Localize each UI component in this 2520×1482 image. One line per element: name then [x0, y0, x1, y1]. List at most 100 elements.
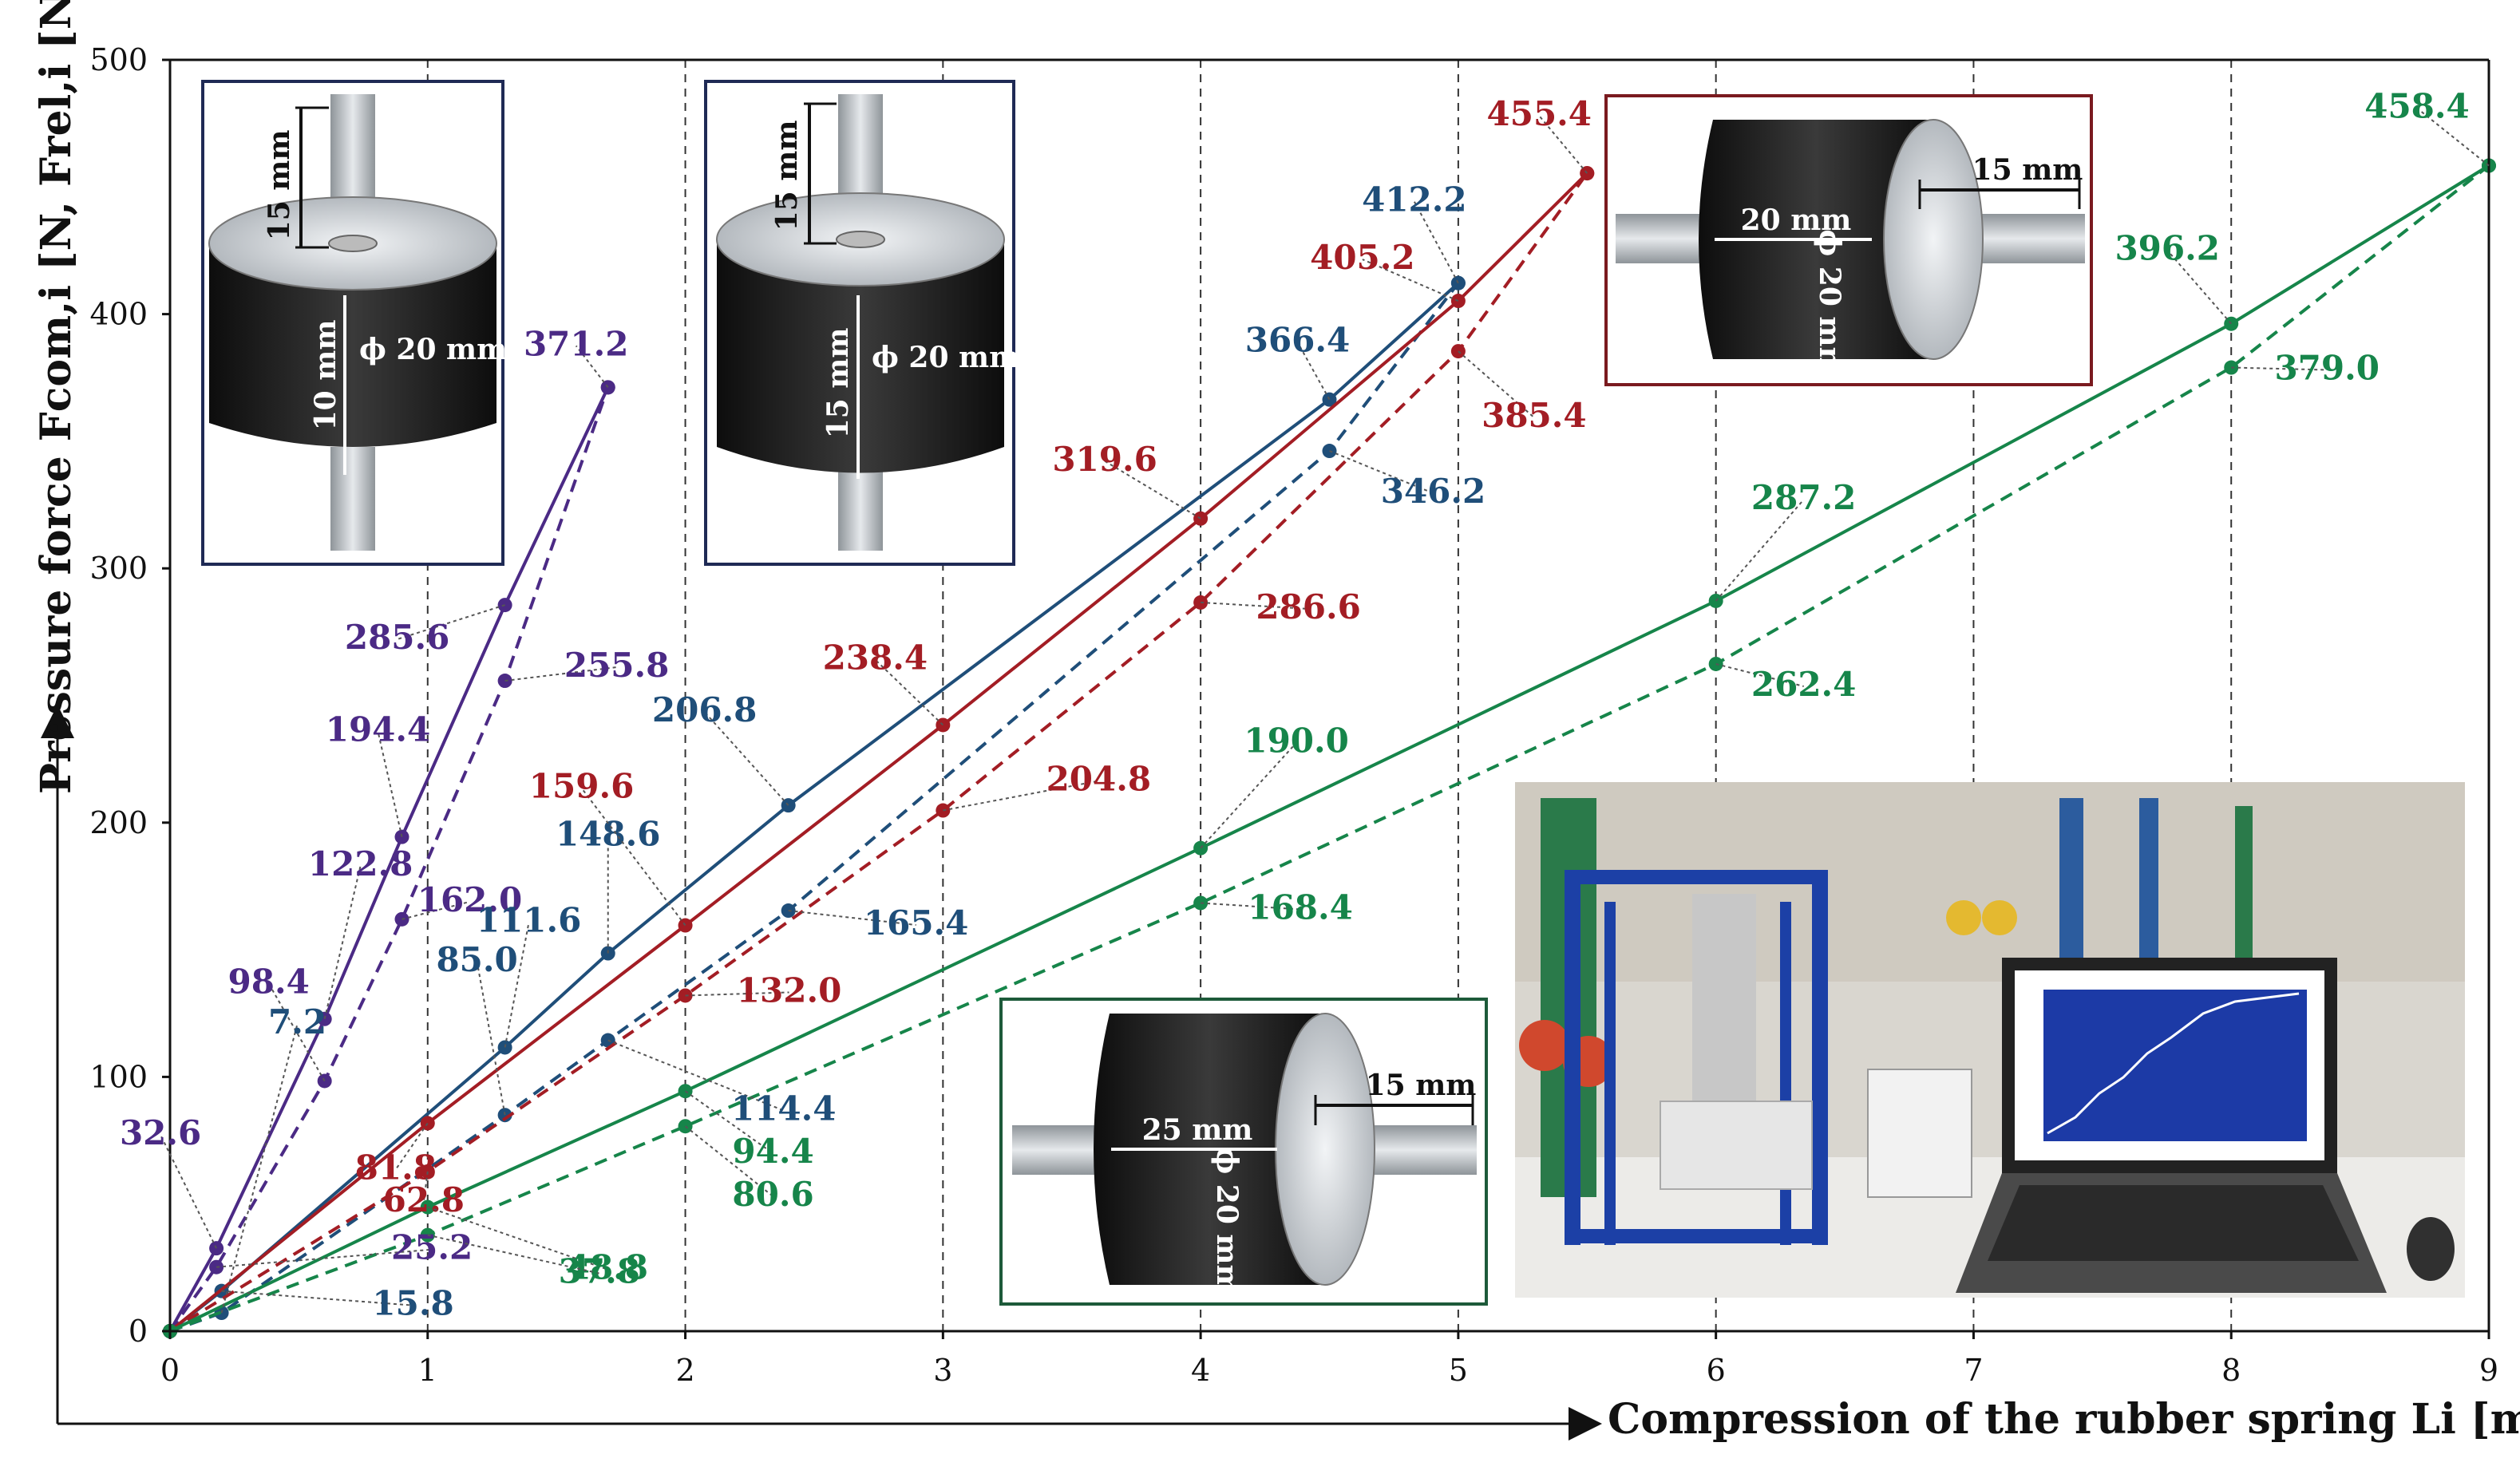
y-tick-label: 0 — [129, 1314, 148, 1349]
series-line — [168, 386, 610, 1333]
x-tick-label: 2 — [675, 1353, 694, 1388]
data-label: 32.6 — [120, 1113, 201, 1152]
data-label: 114.4 — [731, 1089, 837, 1128]
data-label: 62.8 — [383, 1180, 465, 1219]
inset-spring-c: 20 mm ϕ 20 mm 15 mm — [1604, 94, 2093, 386]
data-label: 379.0 — [2274, 349, 2380, 388]
data-label: 285.6 — [345, 618, 450, 657]
data-label: 204.8 — [1046, 760, 1152, 799]
inset-a-diameter-label: ϕ 20 mm — [359, 333, 507, 366]
inset-c-diameter-label: ϕ 20 mm — [1813, 229, 1846, 377]
data-label: 412.2 — [1362, 180, 1467, 219]
x-tick-label: 5 — [1449, 1353, 1468, 1388]
inset-spring-d: 25 mm ϕ 20 mm 15 mm — [999, 998, 1488, 1306]
data-label-leader — [1201, 902, 1301, 911]
data-label: 366.4 — [1245, 321, 1351, 360]
data-label-leader — [685, 991, 789, 997]
data-label-leader — [1458, 350, 1535, 418]
data-label: 405.2 — [1310, 238, 1415, 277]
x-tick-label: 0 — [160, 1353, 180, 1388]
inset-b-diameter-label: ϕ 20 mm — [872, 341, 1019, 374]
data-label-leader — [160, 1134, 217, 1249]
data-label: 85.0 — [436, 940, 517, 979]
data-label: 94.4 — [732, 1132, 813, 1171]
data-label: 122.8 — [308, 844, 413, 883]
data-label-leader — [1414, 201, 1459, 284]
x-tick-label: 4 — [1191, 1353, 1210, 1388]
x-tick-label: 3 — [933, 1353, 952, 1388]
data-label: 190.0 — [1244, 721, 1349, 761]
data-label-leader — [1200, 741, 1297, 849]
data-label-leader — [1296, 342, 1331, 401]
inset-a-thread-label: 15 mm — [263, 130, 296, 241]
x-tick-label: 7 — [1964, 1353, 1983, 1388]
inset-c-thread-label: 15 mm — [1972, 153, 2083, 187]
inset-d-thread-label: 15 mm — [1366, 1069, 1477, 1102]
data-label-leader — [221, 1290, 413, 1306]
x-tick-label: 8 — [2221, 1353, 2241, 1388]
data-label-leader — [394, 1122, 429, 1170]
data-label-leader — [874, 658, 944, 726]
x-tick-label: 6 — [1707, 1353, 1726, 1388]
inset-d-diameter-label: ϕ 20 mm — [1210, 1147, 1244, 1294]
x-tick-label: 9 — [2479, 1353, 2498, 1388]
data-label-leader — [580, 787, 686, 927]
data-label: 7.2 — [268, 1002, 326, 1041]
data-label-leader — [377, 731, 403, 837]
data-label: 396.2 — [2115, 229, 2220, 268]
data-label: 346.2 — [1381, 472, 1486, 511]
data-label: 37.8 — [559, 1252, 640, 1291]
data-label-leader — [943, 780, 1099, 812]
data-label: 385.4 — [1482, 396, 1587, 435]
y-axis-title: Pressure force Fcom,i [N, Frel,i [N] — [32, 0, 81, 794]
inset-spring-b: 15 mm 15 mm ϕ 20 mm — [704, 80, 1019, 566]
data-label-leader — [476, 962, 506, 1116]
data-label: 48.8 — [567, 1248, 648, 1287]
data-label-leader — [220, 1023, 299, 1314]
inset-c-height-label: 20 mm — [1741, 204, 1852, 237]
data-label: 458.4 — [2364, 87, 2470, 126]
inset-a-height-label: 10 mm — [309, 320, 342, 431]
data-label: 238.4 — [823, 638, 928, 677]
data-label-leader — [323, 865, 362, 1019]
grid — [426, 60, 2233, 1331]
data-label-leader — [684, 1090, 774, 1155]
data-label: 148.6 — [556, 815, 661, 854]
data-label: 319.6 — [1052, 440, 1157, 479]
data-label: 165.4 — [864, 903, 969, 943]
inset-b-height-label: 15 mm — [821, 328, 855, 439]
series-line — [168, 386, 610, 1332]
data-label: 159.6 — [529, 767, 635, 806]
data-label-leader — [2416, 107, 2490, 167]
data-label: 255.8 — [564, 646, 670, 685]
data-label: 25.2 — [391, 1228, 473, 1267]
y-tick-label: 300 — [89, 551, 148, 586]
inset-b-thread-label: 15 mm — [770, 121, 804, 231]
y-tick-label: 500 — [89, 42, 148, 77]
data-label: 371.2 — [524, 324, 629, 363]
data-label: 287.2 — [1751, 478, 1857, 517]
data-label-leader — [1362, 259, 1459, 302]
x-tick-label: 1 — [418, 1353, 437, 1388]
data-label: 81.8 — [355, 1148, 437, 1187]
data-label: 168.4 — [1248, 887, 1353, 927]
data-label-leader — [422, 1171, 429, 1203]
data-label: 132.0 — [737, 970, 842, 1010]
data-label: 111.6 — [477, 900, 582, 939]
data-label-leader — [216, 1248, 433, 1268]
y-tick-label: 400 — [89, 297, 148, 332]
test-stand-photo — [1515, 782, 2465, 1298]
inset-d-height-label: 25 mm — [1142, 1113, 1253, 1147]
data-label-leader — [575, 345, 609, 388]
data-label: 206.8 — [652, 690, 758, 729]
data-label-leader — [788, 910, 916, 927]
x-axis-title: Compression of the rubber spring Li [mm] — [1608, 1395, 2520, 1444]
data-label-leader — [1201, 601, 1309, 610]
labels-layer: 32.6122.8194.4285.6371.225.298.4162.0255… — [120, 87, 2490, 1323]
data-label: 15.8 — [372, 1284, 453, 1323]
inset-spring-a: 15 mm 10 mm ϕ 20 mm — [201, 80, 507, 566]
y-tick-label: 200 — [89, 805, 148, 840]
data-label: 455.4 — [1487, 94, 1592, 133]
